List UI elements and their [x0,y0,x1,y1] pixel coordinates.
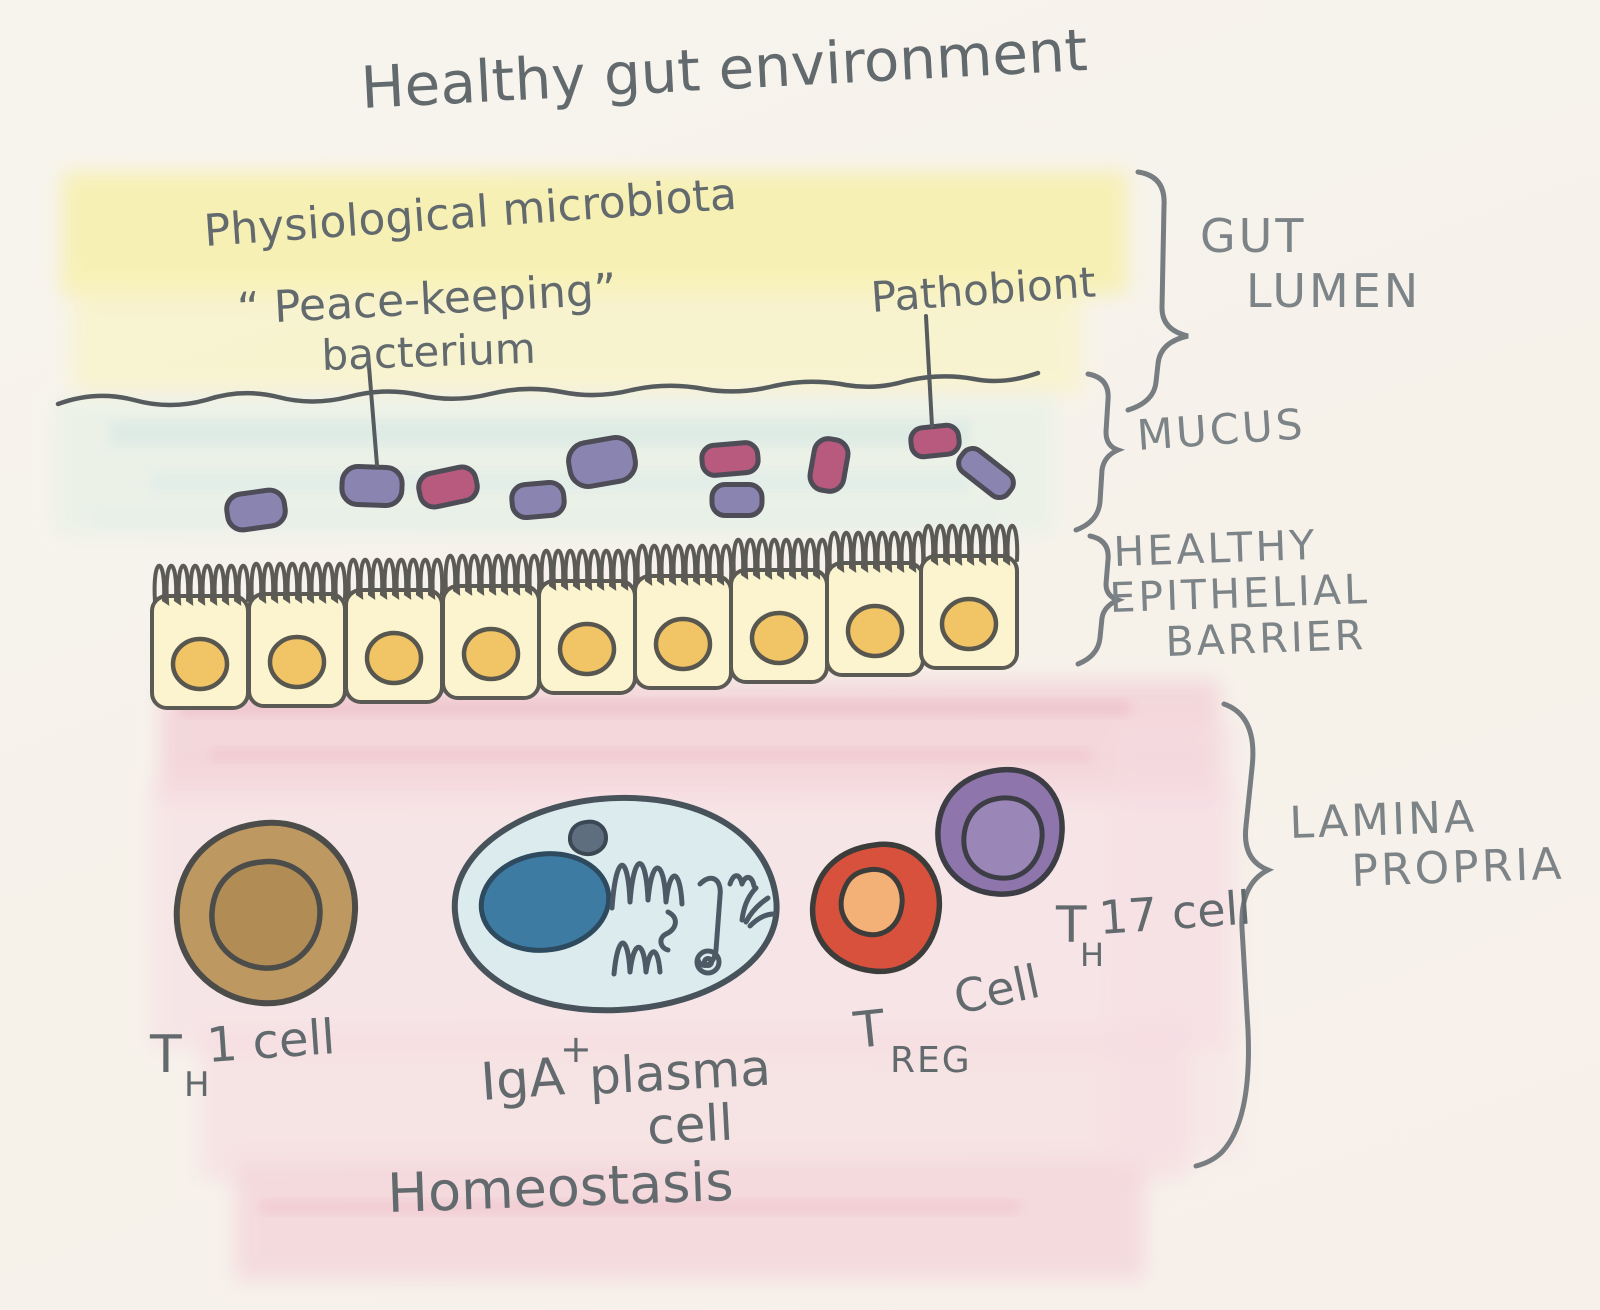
epithelial-cell [443,556,539,698]
peacekeeping-pointer-line [366,352,379,467]
svg-text:REG: REG [890,1040,972,1081]
lamina-zone-label-2: PROPRIA [1351,839,1566,897]
svg-text:H: H [1080,936,1104,974]
svg-text:T: T [149,1025,182,1085]
bacterium-commensal [224,487,288,533]
pathobiont-pointer-line [924,314,934,428]
epithelial-cell [731,540,827,682]
svg-text:H: H [184,1065,210,1105]
plasma-organelle-blob [567,819,609,857]
peacekeeping-label-line2: bacterium [321,324,537,380]
lamina-zone-label-1: LAMINA [1289,791,1478,849]
th1-label: T H 1 cell [149,1009,337,1105]
epithelium-zone-label-1: HEALTHY [1113,521,1318,576]
bacterium-commensal [709,482,765,518]
iga-plasma-label: IgA + plasma cell [479,1027,772,1156]
zone-braces [1073,169,1275,1169]
epithelium-zone-label-3: BARRIER [1165,611,1367,666]
svg-text:IgA: IgA [479,1047,567,1113]
epithelial-cell [152,566,248,708]
bacterium-commensal [339,464,405,508]
iga-plasma-cell [451,794,780,1014]
gut-lumen-band [62,172,1127,394]
epithelium-brace [1075,533,1126,667]
svg-text:1 cell: 1 cell [205,1009,337,1074]
th17-cell [935,766,1065,897]
mucus-surface-line [55,370,1041,408]
epithelial-cell [346,560,442,702]
epithelial-cell [921,526,1017,668]
homeostasis-label: Homeostasis [386,1150,734,1225]
mucus-zone-label: MUCUS [1135,399,1307,460]
svg-text:plasma: plasma [588,1039,772,1106]
bacterium-commensal [566,435,638,489]
gut-lumen-zone-label-1: GUT [1200,209,1306,263]
bacterium-pathobiont [416,464,480,510]
bacteria-group [224,422,1016,533]
epithelial-cell [635,546,731,688]
svg-text:+: + [560,1027,592,1071]
mucus-brace [1073,371,1126,533]
lamina-propria-brace [1193,701,1275,1169]
th1-cell [173,819,359,1007]
svg-text:T: T [850,999,888,1060]
bacterium-commensal [509,479,567,521]
bacterium-pathobiont [699,440,761,478]
diagram-title: Healthy gut environment [359,16,1089,122]
epithelium-zone-label-2: EPITHELIAL [1109,565,1371,622]
epithelial-cell [539,551,635,693]
th17-label: T H 17 cell [1055,880,1253,974]
svg-text:17 cell: 17 cell [1097,880,1253,944]
svg-text:cell: cell [646,1094,735,1156]
gut-lumen-brace [1125,169,1189,413]
bacterium-pathobiont [807,436,851,494]
plasma-er-squiggles [609,861,777,977]
epithelial-cell [249,564,345,706]
bacterium-commensal [956,445,1016,501]
bacterium-pathobiont [908,422,962,460]
gut-lumen-zone-label-2: LUMEN [1246,264,1421,318]
svg-text:T: T [1055,896,1087,954]
epithelial-cell [827,533,923,675]
treg-cell [809,841,943,975]
